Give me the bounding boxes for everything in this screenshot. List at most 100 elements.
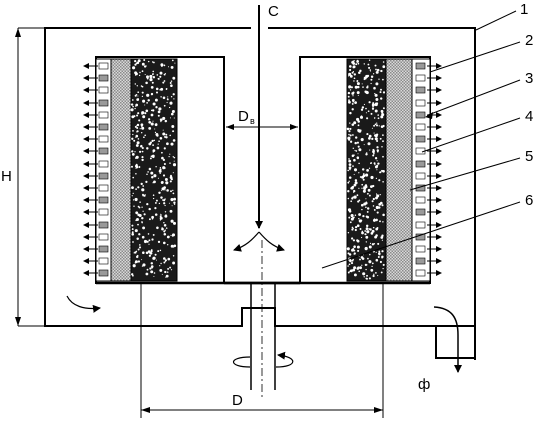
cake-grain: [376, 146, 379, 149]
cake-grain: [163, 224, 167, 227]
cake-grain: [347, 181, 350, 184]
cake-grain: [131, 115, 135, 119]
cake-grain: [136, 237, 139, 241]
cake-grain: [173, 156, 176, 159]
cake-grain: [159, 268, 163, 272]
cake-grain: [160, 87, 164, 91]
cake-grain: [353, 266, 357, 270]
cake-grain: [377, 114, 379, 116]
cake-grain: [382, 181, 384, 183]
cake-grain: [375, 234, 378, 237]
cake-grain: [138, 244, 141, 246]
cake-grain: [157, 177, 159, 179]
cake-grain: [376, 227, 379, 229]
cake-grain: [163, 80, 166, 82]
cake-grain: [132, 66, 136, 70]
cake-grain: [382, 124, 385, 128]
cake-grain: [350, 214, 354, 218]
cake-grain: [358, 199, 361, 202]
cake-grain: [354, 225, 358, 229]
cake-grain: [169, 209, 173, 213]
cake-grain: [360, 203, 364, 207]
cake-grain: [375, 82, 379, 86]
cake-grain: [135, 144, 139, 147]
cake-grain: [165, 136, 168, 139]
right-outflow-arrow-head: [436, 185, 442, 191]
right-perforation-hole: [415, 245, 426, 253]
cake-grain: [352, 165, 354, 167]
cake-grain: [163, 147, 166, 150]
cake-grain: [381, 113, 385, 117]
cake-grain: [347, 197, 350, 200]
cake-grain: [163, 64, 166, 67]
cake-grain: [164, 270, 167, 274]
cake-grain: [166, 142, 169, 146]
cake-grain: [170, 65, 174, 69]
cake-grain: [354, 214, 357, 216]
right-mesh-layer: [385, 58, 413, 282]
cake-grain: [382, 65, 386, 69]
drive-shaft: [250, 240, 276, 400]
filtrate-outlet-pipe: [435, 326, 475, 359]
cake-grain: [365, 241, 367, 243]
cake-grain: [370, 185, 373, 188]
cake-grain: [171, 233, 176, 237]
cake-grain: [137, 205, 140, 208]
cake-grain: [382, 213, 385, 217]
cake-grain: [362, 86, 364, 88]
cake-grain: [148, 126, 152, 130]
cake-grain: [141, 91, 144, 94]
cake-grain: [146, 93, 150, 97]
cake-grain: [131, 153, 135, 156]
cake-grain: [141, 206, 143, 208]
cake-grain: [164, 229, 166, 231]
cake-grain: [137, 95, 139, 97]
cake-grain: [352, 134, 354, 136]
cake-grain: [381, 169, 383, 172]
cake-grain: [135, 219, 137, 221]
cake-grain: [357, 124, 360, 127]
cake-grain: [371, 200, 374, 203]
cake-grain: [170, 80, 173, 82]
cake-grain: [163, 186, 166, 189]
cake-grain: [143, 194, 146, 197]
cake-grain: [378, 250, 381, 253]
cake-grain: [148, 167, 152, 171]
cake-grain: [377, 117, 380, 120]
cake-grain: [373, 152, 375, 155]
cake-grain: [140, 85, 143, 87]
diameter-label: D: [232, 392, 243, 409]
cake-grain: [361, 168, 365, 171]
left-outflow-arrows: [83, 63, 98, 276]
cake-grain: [167, 99, 169, 101]
cake-grain: [150, 113, 154, 117]
callout-3: 3: [525, 70, 533, 87]
cake-grain: [147, 233, 150, 235]
cake-grain: [141, 235, 145, 239]
cake-grain: [365, 112, 367, 114]
cake-grain: [363, 78, 365, 81]
cake-grain: [158, 191, 161, 195]
cake-grain: [130, 108, 134, 112]
cake-grain: [144, 73, 146, 76]
cake-grain: [167, 96, 169, 98]
cake-grain: [363, 103, 365, 106]
cake-grain: [146, 102, 148, 104]
cake-grain: [366, 169, 369, 172]
cake-grain: [355, 136, 358, 139]
cake-grain: [160, 189, 163, 191]
cake-grain: [137, 98, 140, 100]
cake-grain: [153, 139, 156, 142]
cake-grain: [358, 270, 361, 273]
cake-grain: [370, 162, 372, 164]
right-perforation-hole: [415, 221, 426, 229]
cake-grain: [361, 83, 363, 85]
cake-grain: [142, 115, 146, 119]
cake-grain: [366, 152, 368, 154]
cake-grain: [148, 218, 151, 221]
callout-6: 6: [525, 192, 533, 209]
cake-grain: [132, 264, 136, 268]
left-outflow-arrow-head: [83, 148, 89, 154]
cake-grain: [356, 60, 359, 63]
cake-grain: [145, 65, 147, 67]
